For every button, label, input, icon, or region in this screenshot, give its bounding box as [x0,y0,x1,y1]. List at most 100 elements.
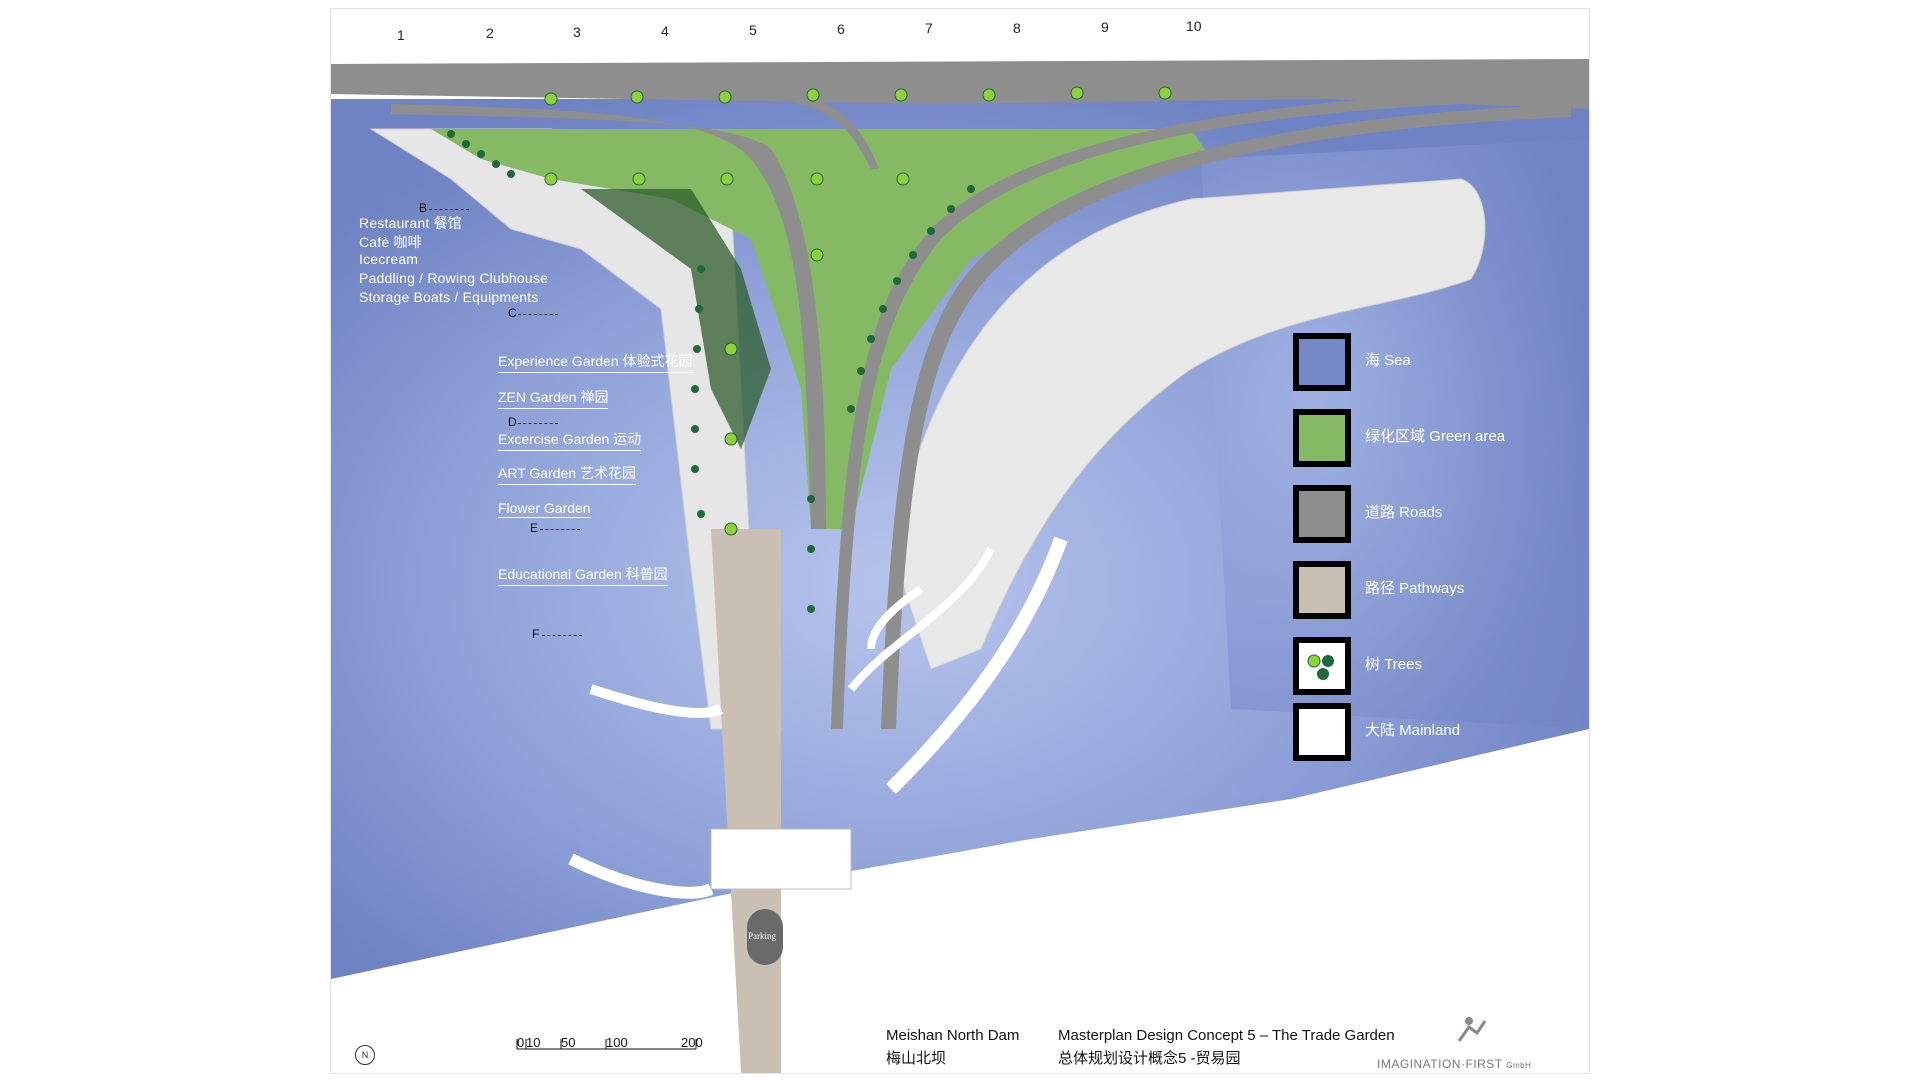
legend-sea: 海 Sea [1293,333,1553,393]
legend-label-sea: 海 Sea [1365,352,1411,369]
legend-label-trees: 树 Trees [1365,656,1422,673]
garden-flower: Flower Garden [498,500,591,518]
tree [697,265,705,273]
tree [857,367,865,375]
tree [507,170,515,178]
section-line-d [518,423,558,424]
legend-swatch-mainland [1293,703,1351,761]
legend-label-green: 绿化区域 Green area [1365,428,1506,445]
legend-label-pathways: 路径 Pathways [1365,580,1465,597]
tree [691,465,699,473]
scale-label-10: 10 [526,1035,541,1050]
tree [720,172,734,186]
tree [718,90,732,104]
section-line-e [540,529,580,530]
breakwater-east [847,547,995,692]
scale-label-100: 100 [606,1035,628,1050]
section-label-f: F [532,627,540,641]
tree-row-dark [447,130,975,613]
brand-logo-icon [1457,1017,1487,1042]
scale-label-200: 200 [681,1035,703,1050]
garden-experience: Experience Garden 体验式花园 [498,351,693,373]
garden-art: ART Garden 艺术花园 [498,463,636,485]
section-line-b [429,209,469,210]
east-land [890,178,1486,670]
tree [867,335,875,343]
program-icecream: Icecream [359,251,419,267]
tree [724,342,738,356]
main-road [331,59,1589,109]
tree [967,185,975,193]
parking-lot [747,909,783,965]
tree [894,88,908,102]
program-clubhouse: Paddling / Rowing Clubhouse [359,270,549,286]
project-title-cn: 梅山北坝 [886,1050,947,1067]
tree [847,405,855,413]
grid-number-3: 3 [573,24,581,40]
section-line-f [542,635,582,636]
tree [695,305,703,313]
brand-main: IMAGINATION [1377,1057,1461,1071]
breakwater-far-east [886,536,1068,794]
program-restaurant: Restaurant 餐馆 [359,215,462,231]
tree [544,172,558,186]
breakwater-south [568,853,714,899]
tree [724,522,738,536]
north-arrow-icon: N [355,1045,375,1065]
masterplan-sheet: 1 2 3 4 5 6 7 8 9 10 B C D E F Restauran… [330,8,1590,1074]
tree [807,605,815,613]
legend-swatch-trees [1293,637,1351,695]
brand-name: IMAGINATION·FIRST GmbH [1377,1057,1532,1071]
tree-icon [1307,654,1334,680]
legend-swatch-sea [1293,333,1351,391]
concept-title-en: Masterplan Design Concept 5 – The Trade … [1058,1027,1395,1044]
tree [1070,86,1084,100]
tree [893,277,901,285]
garden-educational: Educational Garden 科普园 [498,564,668,586]
tree [632,172,646,186]
tree [879,305,887,313]
legend-label-mainland: 大陆 Mainland [1365,722,1461,739]
tree [477,150,485,158]
parking-label: Parking [748,931,776,941]
mainland-south [331,729,1589,1073]
tree [447,130,455,138]
project-title-en: Meishan North Dam [886,1027,1020,1044]
legend-swatch-roads [1293,485,1351,543]
garden-exercise: Excercise Garden 运动 [498,429,642,451]
tree [697,510,705,518]
tree [806,88,820,102]
garden-zen: ZEN Garden 禅园 [498,387,609,409]
tree [691,425,699,433]
legend-label-roads: 道路 Roads [1365,504,1443,521]
tree [927,227,935,235]
legend-swatch-green [1293,409,1351,467]
north-label: N [361,1050,369,1060]
scale-label-0: 0 [517,1035,525,1050]
legend-mainland: 大陆 Mainland [1293,703,1553,763]
tree [462,140,470,148]
tree [810,172,824,186]
grid-number-6: 6 [837,21,845,37]
program-cafe: Cafè 咖啡 [359,234,422,250]
concept-title-cn: 总体规划设计概念5 -贸易园 [1058,1050,1241,1067]
tree [492,160,500,168]
scale-label-50: 50 [561,1035,576,1050]
legend-green: 绿化区域 Green area [1293,409,1553,469]
dam-platform [710,828,852,890]
program-storage: Storage Boats / Equipments [359,289,539,305]
tree [807,545,815,553]
tree [896,172,910,186]
brand-suffix: FIRST [1465,1057,1503,1071]
scale-bar [516,1039,697,1050]
tree [691,385,699,393]
section-line-c [518,314,558,315]
legend-swatch-pathways [1293,561,1351,619]
brand-tail: GmbH [1506,1061,1532,1070]
tree [630,90,644,104]
tree [807,495,815,503]
tree-group [544,86,1172,536]
green-area-dark [581,189,771,449]
legend-trees: 树 Trees [1293,637,1553,697]
tree [724,432,738,446]
